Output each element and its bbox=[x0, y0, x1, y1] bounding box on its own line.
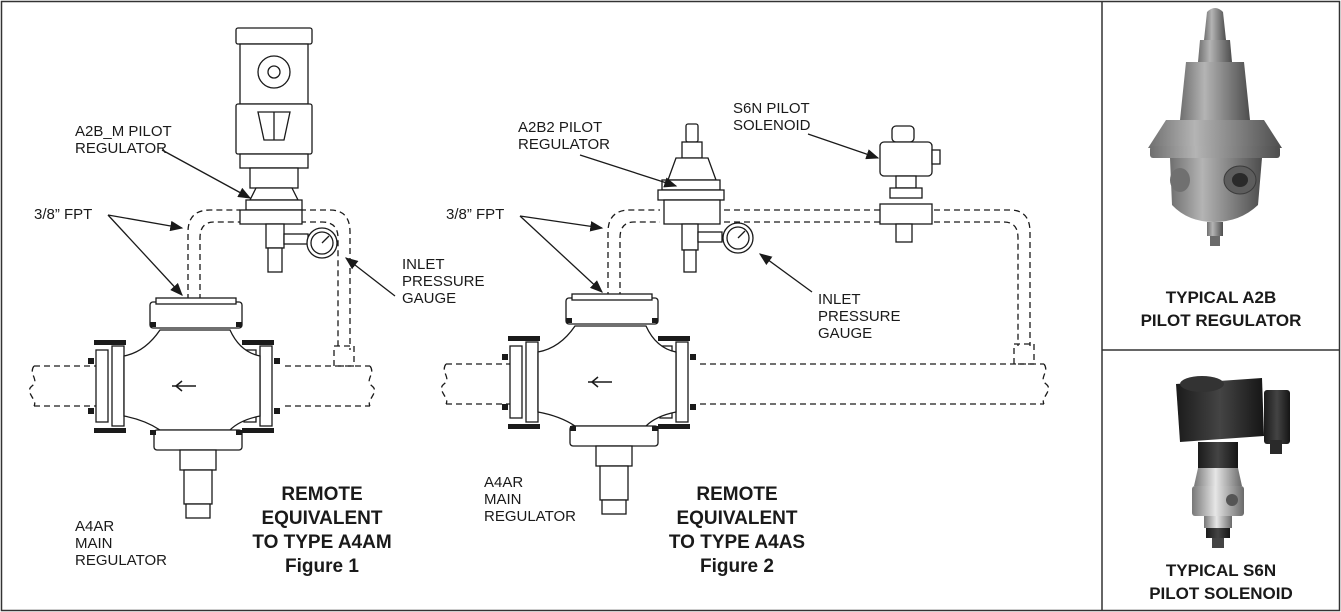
s6n-pilot-solenoid-photo bbox=[1176, 376, 1290, 548]
fig1-caption-2: EQUIVALENT bbox=[261, 508, 382, 529]
fig1-main-valve bbox=[95, 297, 273, 519]
fig1-pressure-gauge bbox=[306, 227, 338, 259]
a2b-pilot-regulator-photo bbox=[1148, 8, 1282, 246]
fig2-bolts bbox=[502, 318, 696, 431]
fig1-labels: A2B_M PILOT REGULATOR 3/8” FPT INLET PRE… bbox=[34, 123, 485, 577]
fig2-solenoid-label-1: S6N PILOT bbox=[733, 100, 810, 117]
fig2-pilot-label-2: REGULATOR bbox=[518, 136, 610, 153]
fig2-main-pipe bbox=[440, 363, 1050, 405]
fig2-main-valve bbox=[509, 293, 689, 515]
a2b-caption-2: PILOT REGULATOR bbox=[1141, 311, 1302, 330]
fig2-pilot-label-1: A2B2 PILOT bbox=[518, 119, 602, 136]
figure-2 bbox=[440, 123, 1050, 515]
fig1-pilot-regulator bbox=[235, 27, 313, 273]
s6n-caption-1: TYPICAL S6N bbox=[1166, 561, 1276, 580]
fig1-pilot-label-1: A2B_M PILOT bbox=[75, 123, 172, 140]
figure-1 bbox=[28, 27, 396, 519]
fig2-main-label-3: REGULATOR bbox=[484, 508, 576, 525]
fig1-main-label-3: REGULATOR bbox=[75, 552, 167, 569]
fig1-fpt-leader-a bbox=[107, 214, 184, 232]
s6n-photo-caption: TYPICAL S6N PILOT SOLENOID bbox=[1149, 561, 1293, 603]
fig2-caption-4: Figure 2 bbox=[700, 556, 774, 577]
fig1-gauge-leader bbox=[344, 257, 396, 297]
fig1-fpt-label: 3/8” FPT bbox=[34, 206, 92, 223]
fig2-pilot-regulator bbox=[657, 123, 725, 273]
fig2-main-label-1: A4AR bbox=[484, 474, 523, 491]
fig1-caption-4: Figure 1 bbox=[285, 556, 359, 577]
fig1-gauge-label-1: INLET bbox=[402, 256, 445, 273]
fig2-caption-3: TO TYPE A4AS bbox=[669, 532, 805, 553]
fig2-gauge-leader bbox=[758, 253, 813, 293]
a2b-photo-caption: TYPICAL A2B PILOT REGULATOR bbox=[1141, 288, 1302, 330]
fig2-caption-1: REMOTE bbox=[696, 484, 777, 505]
fig2-labels: A2B2 PILOT REGULATOR S6N PILOT SOLENOID … bbox=[446, 100, 901, 577]
fig2-solenoid-label-2: SOLENOID bbox=[733, 117, 811, 134]
fig1-pilot-leader bbox=[161, 149, 252, 199]
fig2-pressure-gauge bbox=[722, 222, 754, 254]
fig2-solenoid-leader bbox=[807, 133, 880, 160]
fig2-sensing-line bbox=[607, 209, 1035, 365]
a2b-caption-1: TYPICAL A2B bbox=[1166, 288, 1277, 307]
fig1-main-pipe bbox=[28, 365, 376, 407]
fig1-gauge-label-2: PRESSURE bbox=[402, 273, 485, 290]
fig1-main-label-1: A4AR bbox=[75, 518, 114, 535]
s6n-caption-2: PILOT SOLENOID bbox=[1149, 584, 1293, 603]
fig1-fpt-leader-b bbox=[107, 214, 183, 296]
fig2-pilot-leader bbox=[579, 154, 678, 188]
fig1-main-label-2: MAIN bbox=[75, 535, 113, 552]
fig2-solenoid bbox=[879, 125, 941, 243]
fig2-gauge-label-2: PRESSURE bbox=[818, 308, 901, 325]
fig1-caption-1: REMOTE bbox=[281, 484, 362, 505]
fig2-fpt-leader-a bbox=[519, 215, 604, 232]
fig1-bolts bbox=[88, 322, 280, 435]
fig2-main-label-2: MAIN bbox=[484, 491, 522, 508]
fig2-caption-2: EQUIVALENT bbox=[676, 508, 797, 529]
fig2-gauge-label-3: GAUGE bbox=[818, 325, 872, 342]
fig2-gauge-label-1: INLET bbox=[818, 291, 861, 308]
fig2-fpt-label: 3/8” FPT bbox=[446, 206, 504, 223]
fig2-fpt-leader-b bbox=[519, 215, 603, 293]
fig1-sensing-line bbox=[187, 209, 355, 367]
fig1-gauge-label-3: GAUGE bbox=[402, 290, 456, 307]
fig1-caption-3: TO TYPE A4AM bbox=[252, 532, 391, 553]
fig1-pilot-label-2: REGULATOR bbox=[75, 140, 167, 157]
